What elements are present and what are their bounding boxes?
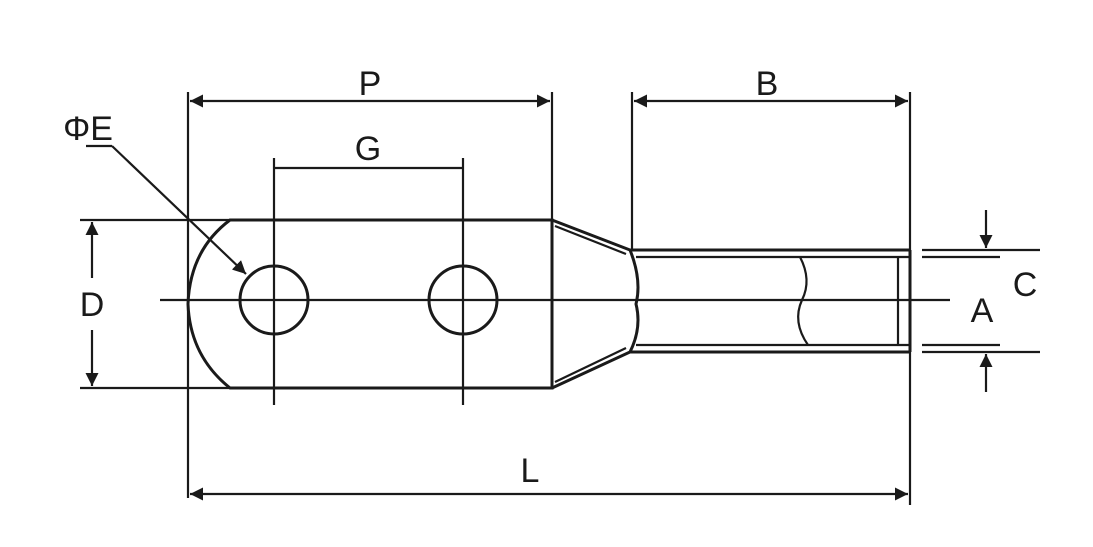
dimension-e: ΦE: [63, 110, 247, 275]
label-b: B: [756, 65, 779, 103]
dimension-b: B: [634, 65, 908, 108]
label-g: G: [355, 130, 381, 168]
dimension-p: P: [190, 65, 550, 108]
dimension-g: G: [274, 130, 463, 170]
label-e: ΦE: [63, 110, 113, 148]
label-d: D: [80, 286, 105, 324]
lug-transition: [551, 218, 640, 390]
dimension-a: A: [971, 292, 994, 330]
dimension-l: L: [190, 452, 908, 501]
label-a: A: [971, 292, 994, 330]
dimension-d: D: [80, 222, 105, 386]
dimension-c: C: [979, 210, 1038, 392]
label-c: C: [1013, 266, 1038, 304]
label-l: L: [521, 452, 540, 490]
label-p: P: [359, 65, 382, 103]
